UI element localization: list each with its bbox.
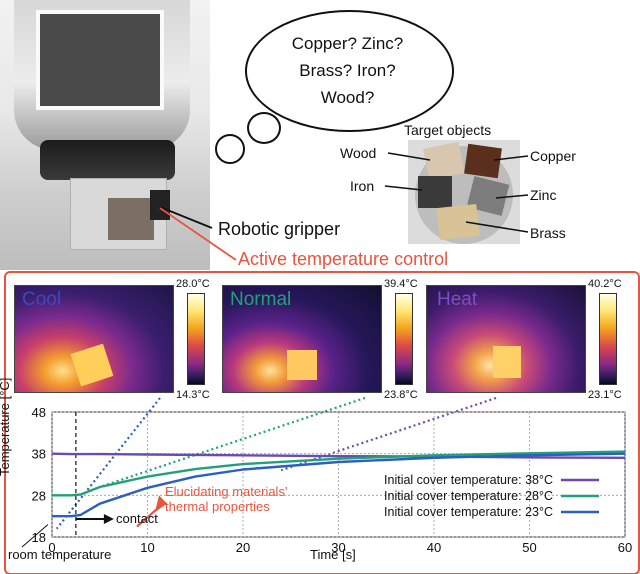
thermal-title-cool: Cool	[22, 289, 62, 310]
colorbar-heat	[599, 293, 617, 385]
robot-wrist	[40, 140, 175, 180]
room-temperature-pointer	[21, 524, 49, 548]
elucidating-label-line1: Elucidating materials'	[165, 484, 288, 499]
chart-legend: Initial cover temperature: 38°C Initial c…	[384, 473, 599, 519]
legend-label-1: Initial cover temperature: 28°C	[384, 489, 553, 503]
heat-hot-spot	[493, 346, 521, 378]
x-axis-label: Time [s]	[310, 547, 356, 562]
brass-pointer	[465, 221, 529, 233]
series-line-2	[52, 452, 626, 518]
iron-sample	[418, 176, 452, 208]
dotted-guides	[55, 396, 497, 530]
series-line-1	[52, 450, 626, 497]
x-tick-label: 0	[48, 540, 55, 555]
label-iron: Iron	[350, 178, 375, 194]
thermal-image-heat	[426, 285, 586, 393]
legend-label-0: Initial cover temperature: 38°C	[384, 473, 553, 487]
control-pointer	[159, 207, 237, 261]
dotted-guide-1	[99, 396, 366, 489]
chart-series	[51, 450, 626, 518]
target-objects-title: Target objects	[404, 122, 492, 138]
colorbar-cool	[187, 293, 205, 385]
thought-bubble	[245, 10, 454, 132]
room-temperature-label: room temperature	[8, 547, 112, 562]
label-copper: Copper	[530, 148, 576, 164]
thermal-title-normal: Normal	[230, 289, 292, 310]
colorbar-normal-max: 39.4°C	[384, 278, 418, 290]
thermal-title-heat: Heat	[437, 289, 478, 310]
chart-ticks: 18 28 38 48 0 10 20 30 40 50 60	[32, 405, 633, 555]
dotted-guide-0	[55, 397, 161, 530]
bubble-line-3: Wood?	[320, 88, 375, 107]
x-tick-label: 50	[522, 540, 536, 555]
y-tick-label: 28	[32, 488, 46, 503]
gripper-pointer	[159, 206, 213, 229]
y-tick-label: 48	[32, 405, 46, 420]
colorbar-cool-max: 28.0°C	[176, 278, 210, 290]
contact-label: contact	[116, 511, 158, 526]
label-wood: Wood	[340, 145, 377, 161]
label-brass: Brass	[530, 225, 566, 241]
iron-pointer	[384, 185, 423, 191]
x-tick-label: 30	[331, 540, 345, 555]
wood-pointer	[387, 152, 431, 161]
x-tick-label: 60	[618, 540, 632, 555]
elucidating-label-line2: thermal properties	[165, 499, 270, 514]
robot-arm-frame	[36, 10, 164, 110]
panel-title: Active temperature control	[238, 249, 449, 269]
zinc-pointer	[495, 194, 529, 199]
copper-pointer	[493, 155, 529, 161]
colorbar-normal-min: 23.8°C	[384, 389, 418, 401]
colorbar-heat-max: 40.2°C	[588, 278, 622, 290]
elucidating-arrow-head	[155, 495, 167, 512]
gripper-label: Robotic gripper	[218, 219, 341, 239]
thermal-image-normal	[222, 285, 382, 393]
label-zinc: Zinc	[530, 187, 557, 203]
x-tick-label: 40	[427, 540, 441, 555]
colorbar-cool-min: 14.3°C	[176, 389, 210, 401]
x-tick-label: 10	[140, 540, 154, 555]
colorbar-normal	[395, 293, 413, 385]
bubble-line-1: Copper? Zinc?	[291, 34, 404, 53]
x-tick-label: 20	[236, 540, 250, 555]
thought-bubble-dot-small	[215, 134, 245, 164]
colorbar-heat-min: 23.1°C	[588, 389, 622, 401]
y-axis-label: Temperature [°C]	[0, 377, 12, 476]
thermal-image-cool	[14, 285, 174, 393]
y-tick-label: 38	[32, 447, 46, 462]
thought-bubble-dot-large	[247, 112, 281, 144]
gripped-object	[108, 198, 154, 240]
normal-hot-spot	[287, 350, 317, 380]
legend-label-2: Initial cover temperature: 23°C	[384, 505, 553, 519]
contact-arrow-head	[103, 514, 114, 524]
robot-gripper-photo	[0, 0, 210, 270]
y-tick-label: 18	[32, 530, 46, 545]
bubble-line-2: Brass? Iron?	[299, 61, 396, 80]
